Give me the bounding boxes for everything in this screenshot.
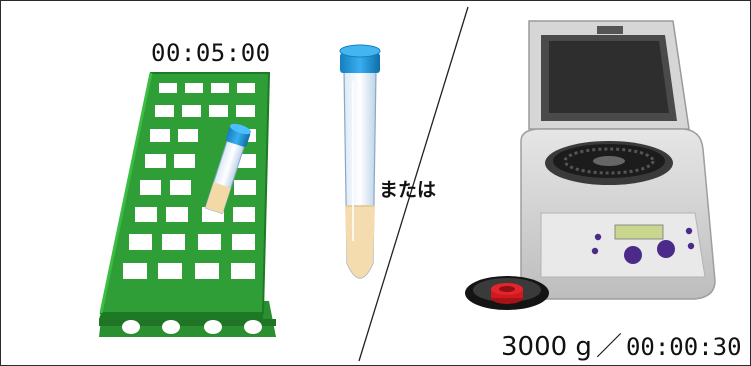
centrifuge-speed: 3000 g: [501, 332, 592, 362]
caption-separator: ／: [595, 332, 622, 362]
divider-line: [358, 6, 469, 362]
centrifuge-settings: 3000 g ／ 00:00:30: [501, 326, 742, 363]
centrifuge-timer: 00:00:30: [625, 333, 742, 361]
incubation-timer: 00:05:00: [151, 39, 271, 67]
rack-tube-icon: [204, 123, 251, 215]
rotor-adapter-icon: [465, 276, 549, 310]
conical-tube-icon: [339, 44, 381, 279]
test-tube-rack-icon: [99, 72, 276, 337]
centrifuge-icon: [520, 20, 716, 300]
or-label: または: [379, 179, 437, 201]
